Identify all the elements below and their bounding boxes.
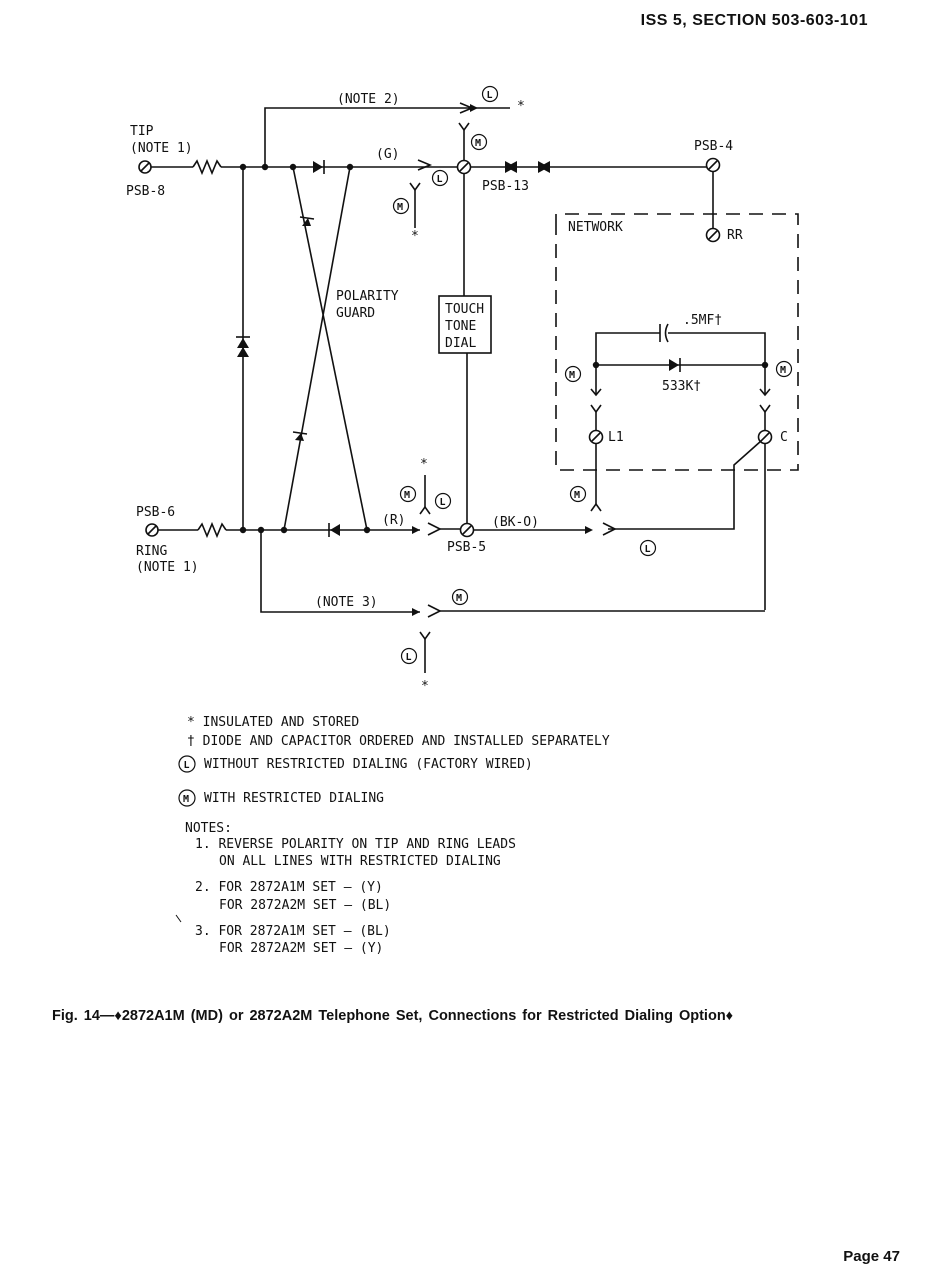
svg-text:L: L [406,652,412,663]
tone-label: TONE [445,319,476,334]
svg-text:M: M [569,370,575,381]
legend-diode-capacitor: † DIODE AND CAPACITOR ORDERED AND INSTAL… [187,734,610,749]
tip-resistor [192,158,222,176]
legend-without-restricted: WITHOUT RESTRICTED DIALING (FACTORY WIRE… [204,757,533,772]
svg-text:L: L [184,760,190,771]
guard-label: GUARD [336,306,375,321]
note1-line2: ON ALL LINES WITH RESTRICTED DIALING [219,854,501,869]
note3-line2: FOR 2872A2M SET – (Y) [219,941,383,956]
svg-text:M: M [456,593,462,604]
svg-text:L: L [487,90,493,101]
touch-tone-dial-box [438,295,492,354]
network-label: NETWORK [568,220,623,235]
guard-diode-1 [302,218,311,226]
svg-text:*: * [420,457,428,472]
touch-label: TOUCH [445,302,484,317]
svg-text:M: M [404,490,410,501]
psb8-label: PSB-8 [126,184,165,199]
note2-label: (NOTE 2) [337,92,400,107]
svg-text:*: * [421,679,429,694]
guard-diode-2 [295,433,304,441]
rr-label: RR [727,228,743,243]
capacitor-label: .5MF† [683,313,722,328]
bko-label: (BK-O) [492,515,539,530]
r-label: (R) [382,513,405,528]
svg-text:L: L [440,497,446,508]
l1-label: L1 [608,430,624,445]
note3-label: (NOTE 3) [315,595,378,610]
note3-line1: 3. FOR 2872A1M SET – (BL) [195,924,391,939]
note2-line2: FOR 2872A2M SET – (BL) [219,898,391,913]
diode-tip [313,161,323,173]
psb4-label: PSB-4 [694,139,733,154]
psb5-label: PSB-5 [447,540,486,555]
legend-with-restricted: WITH RESTRICTED DIALING [204,791,384,806]
ring-resistor [197,521,227,539]
g-label: (G) [376,147,399,162]
notes-heading: NOTES: [185,821,232,836]
svg-text:M: M [574,490,580,501]
psb6-label: PSB-6 [136,505,175,520]
svg-text:M: M [475,138,481,149]
svg-text:M: M [183,794,189,805]
psb13-label: PSB-13 [482,179,529,194]
diode-label: 533K† [662,379,701,394]
note2-line1: 2. FOR 2872A1M SET – (Y) [195,880,383,895]
tip-note-label: (NOTE 1) [130,141,193,156]
svg-text:*: * [411,229,419,244]
svg-text:M: M [780,365,786,376]
diode-ring [330,524,340,536]
tip-label: TIP [130,124,154,139]
legend-insulated: * INSULATED AND STORED [187,715,359,730]
figure-caption: Fig. 14—♦2872A1M (MD) or 2872A2M Telepho… [52,1008,734,1024]
polarity-label: POLARITY [336,289,399,304]
wiring-diagram: TIP (NOTE 1) PSB-8 (NOTE 2) L * (G) M * … [126,85,799,956]
svg-text:*: * [517,99,525,114]
page-number: Page 47 [843,1248,900,1265]
svg-text:L: L [437,174,443,185]
ring-note-label: (NOTE 1) [136,560,199,575]
c-label: C [780,430,788,445]
network-box [555,213,799,471]
dial-label: DIAL [445,336,476,351]
svg-text:L: L [645,544,651,555]
ring-label: RING [136,544,167,559]
page-header: ISS 5, SECTION 503-603-101 [640,12,868,29]
note1-line1: 1. REVERSE POLARITY ON TIP AND RING LEAD… [195,837,516,852]
svg-text:M: M [397,202,403,213]
